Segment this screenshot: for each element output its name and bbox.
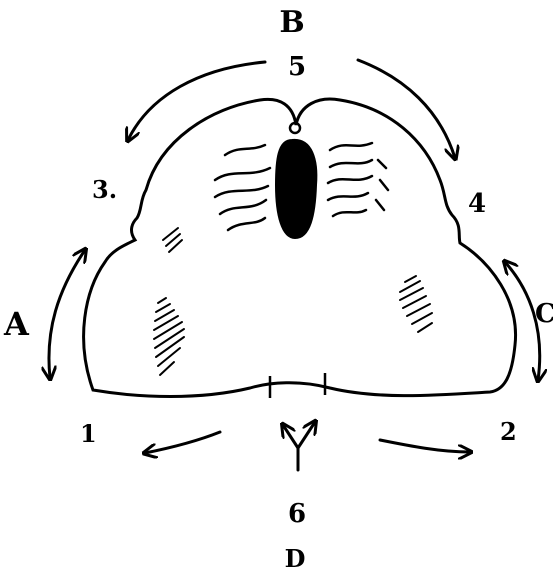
label-point-5: 5: [288, 52, 306, 82]
arrow-bottom-right: [380, 440, 470, 452]
label-point-2: 2: [500, 417, 517, 446]
label-point-1: 1: [80, 419, 97, 448]
label-c: C: [535, 299, 553, 329]
arrow-bottom-left: [145, 432, 220, 453]
left-upper-hatch: [163, 228, 182, 252]
arrow-top-left: [128, 62, 265, 140]
left-wavy-strokes: [215, 145, 270, 230]
arrow-left-double: [49, 250, 85, 378]
label-a: A: [3, 305, 30, 343]
right-wavy-strokes: [328, 143, 388, 216]
label-point-3: 3.: [92, 175, 117, 204]
y-divergence-marker: [283, 422, 315, 470]
label-d: D: [285, 544, 306, 572]
label-point-4: 4: [468, 189, 486, 219]
left-lower-hatch: [154, 298, 184, 375]
label-point-6: 6: [288, 499, 306, 529]
label-b: B: [279, 5, 304, 40]
central-dark-oval: [276, 140, 316, 238]
right-hatch: [400, 276, 432, 332]
